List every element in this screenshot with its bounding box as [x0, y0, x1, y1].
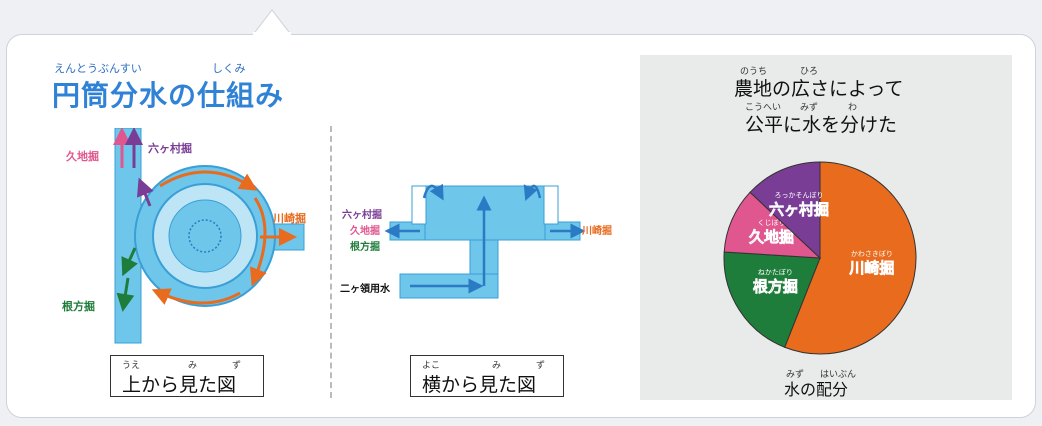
- slice-kuchibori: [723, 191, 822, 259]
- caption-ruby-mi: み: [188, 361, 198, 371]
- label-kawasakibori-side: 川崎掘: [582, 226, 612, 237]
- pie-heading-line1: 農地の広さによって: [734, 78, 904, 100]
- label-rokkasonbori-top: 六ヶ村掘: [148, 142, 192, 155]
- slice-ruby-kawasakibori: かわさきぼり: [851, 250, 893, 258]
- pie-ruby-mizu: みず: [800, 103, 819, 113]
- slice-label-kawasakibori: 川崎掘: [848, 259, 894, 277]
- slice-ruby-rokkasonbori: ろっかそんぼり: [775, 192, 824, 200]
- callout-notch: [252, 9, 292, 36]
- pie-ruby-nouchi: のうち: [740, 67, 768, 77]
- pie-ruby-wa: わ: [848, 103, 858, 113]
- pie-footer: 水の配分: [784, 380, 849, 399]
- label-nekatabori-top: 根方掘: [62, 300, 95, 313]
- caption-ruby-zu-2: ず: [536, 361, 546, 371]
- pie-footer-ruby-haibun: はいぶん: [820, 370, 857, 380]
- label-nikaryo-side: 二ヶ領用水: [340, 284, 390, 295]
- title-ruby-entou-bunsui: えんとうぶんすい: [54, 62, 142, 75]
- pie-heading-line2: 公平に水を分けた: [745, 114, 898, 136]
- slice-ruby-nekatabori: ねかたぼり: [758, 268, 793, 276]
- side-view-caption: [410, 355, 564, 397]
- top-view-diagram: [113, 128, 305, 344]
- section-divider: [330, 126, 332, 398]
- caption-ruby-yoko: よこ: [422, 361, 441, 371]
- pie-ruby-hiro: ひろ: [800, 67, 819, 77]
- slice-label-nekatabori: 根方掘: [753, 277, 798, 295]
- caption-ruby-mi-2: み: [492, 361, 502, 371]
- label-kawasakibori-top: 川崎掘: [273, 212, 306, 225]
- top-view-caption-text: 上から見た図: [122, 374, 237, 396]
- caption-ruby-ue: うえ: [122, 361, 141, 371]
- side-view-diagram: [384, 183, 586, 299]
- slice-nekatabori: [723, 251, 821, 348]
- label-kuchibori-side: 久地掘: [350, 226, 380, 237]
- notch-mask: [253, 32, 291, 36]
- label-nekatabori-side: 根方掘: [350, 242, 380, 253]
- page-title: 円筒分水の仕組み: [52, 79, 285, 112]
- slice-ruby-kuchibori: くじぼり: [758, 219, 786, 227]
- side-view-caption-text: 横から見た図: [422, 374, 537, 396]
- label-kuchibori-top: 久地掘: [66, 150, 99, 163]
- caption-ruby-zu: ず: [232, 361, 242, 371]
- pie-ruby-kouhei: こうへい: [745, 103, 782, 113]
- slice-rokkasonbori: [749, 161, 821, 260]
- slice-label-kuchibori: 久地掘: [749, 228, 794, 246]
- label-rokkasonbori-side: 六ヶ村掘: [342, 210, 382, 221]
- pie-footer-ruby-mizu: みず: [786, 370, 805, 380]
- top-view-caption: [110, 355, 264, 397]
- slice-label-rokkasonbori: 六ヶ村掘: [769, 201, 829, 219]
- slice-kawasakibori: [784, 161, 917, 355]
- title-ruby-shikumi: しくみ: [212, 62, 246, 75]
